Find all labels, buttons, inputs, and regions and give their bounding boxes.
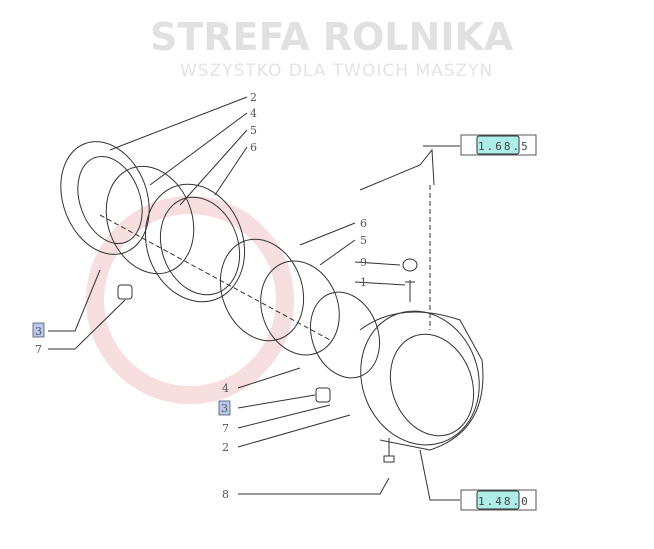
highlight-box <box>218 400 231 416</box>
watermark-title: STREFA ROLNIKA <box>150 15 514 59</box>
reference-box-2[interactable]: 1.48.0 <box>460 489 537 511</box>
leader-lines <box>48 96 460 501</box>
watermark: STREFA ROLNIKA WSZYSTKO DLA TWOICH MASZY… <box>86 15 514 404</box>
callout-7[interactable]: 7 <box>35 343 42 356</box>
callout-2-bottom[interactable]: 2 <box>222 441 229 454</box>
callout-1[interactable]: 1 <box>360 276 367 289</box>
callout-3-bottom-highlighted[interactable]: 3 <box>221 402 228 415</box>
callout-7-bottom[interactable]: 7 <box>222 422 229 435</box>
callout-3-highlighted[interactable]: 3 <box>35 325 42 338</box>
parts-drawing <box>60 141 484 463</box>
watermark-subtitle: WSZYSTKO DLA TWOICH MASZYN <box>180 61 493 81</box>
callout-9[interactable]: 9 <box>360 256 367 269</box>
callout-4[interactable]: 4 <box>250 107 257 120</box>
reference-box-1[interactable]: 1.68.5 <box>460 134 537 156</box>
callout-5-right[interactable]: 5 <box>360 234 367 247</box>
callout-6-right[interactable]: 6 <box>360 217 367 230</box>
callout-6[interactable]: 6 <box>250 141 257 154</box>
highlight-box <box>32 322 45 338</box>
callout-8[interactable]: 8 <box>222 488 229 501</box>
reference-label: 1.48.0 <box>478 495 530 508</box>
reference-label: 1.68.5 <box>478 140 530 153</box>
callout-5[interactable]: 5 <box>250 124 257 137</box>
callout-4-bottom[interactable]: 4 <box>222 382 229 395</box>
callout-2[interactable]: 2 <box>250 91 257 104</box>
